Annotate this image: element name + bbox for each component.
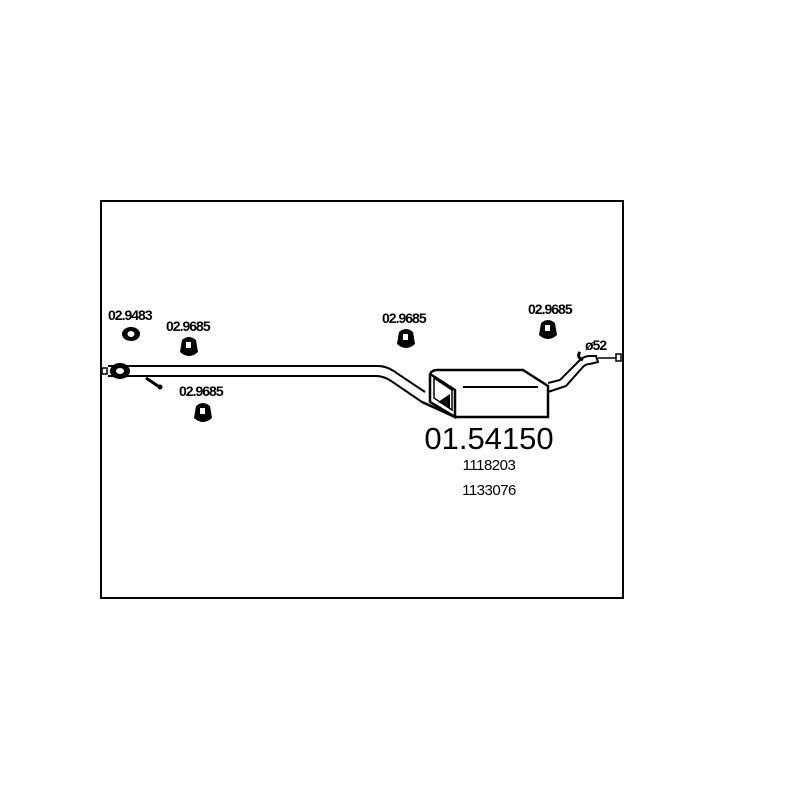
accessory-code-2: 02.9685 [166, 318, 211, 334]
muffler [421, 368, 550, 420]
oe-number-1: 1118203 [463, 457, 516, 474]
oe-number-2: 1133076 [462, 482, 516, 499]
diagram-frame [100, 200, 624, 599]
hanger-icon [539, 320, 557, 339]
hanger-icon [397, 329, 415, 348]
inlet-connector [101, 367, 108, 375]
outlet-connector [615, 353, 622, 362]
part-number: 01.54150 [424, 421, 553, 456]
hanger-icon [194, 403, 212, 422]
accessory-code-4: 02.9685 [382, 310, 427, 326]
tail-pipe [547, 355, 600, 393]
diameter-marker [577, 351, 584, 362]
accessory-code-5: 02.9685 [528, 301, 573, 317]
sensor-wire [145, 376, 159, 388]
diameter-label: ø52 [585, 337, 607, 353]
sensor-tip [157, 384, 163, 390]
accessory-code-3: 02.9685 [179, 383, 224, 399]
hanger-icon [180, 337, 198, 356]
flange-gasket [110, 363, 130, 379]
muffler-inlet-shadow [438, 394, 450, 408]
accessory-code-1: 02.9483 [108, 307, 153, 323]
gasket-icon [122, 327, 140, 341]
exhaust-pipe [108, 365, 426, 403]
